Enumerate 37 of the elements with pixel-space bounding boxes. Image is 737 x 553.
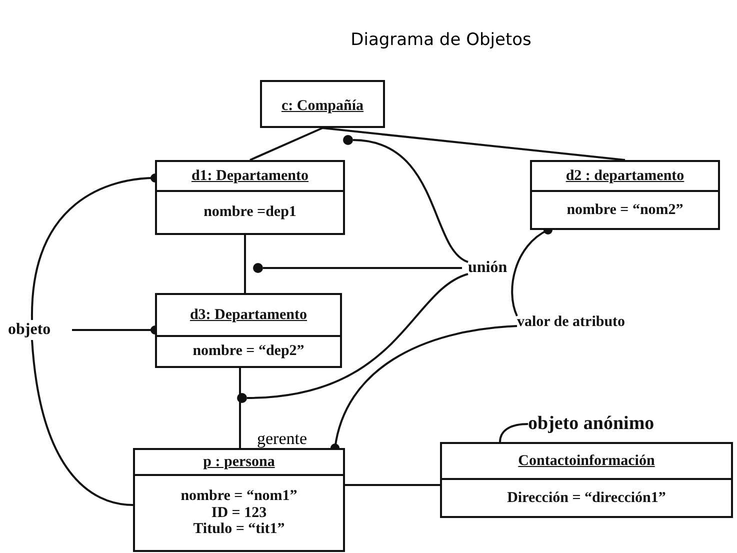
link-dot (237, 393, 247, 403)
object-name: d3: Departamento (190, 306, 308, 324)
attribute-text: ID = 123 (211, 504, 267, 522)
attribute-text: nombre =dep1 (204, 204, 296, 221)
object-box (155, 293, 342, 368)
object-name: d2 : departamento (566, 167, 684, 185)
annotation-text: valor de atributo (517, 312, 647, 332)
leader-line (246, 273, 468, 399)
object-box (440, 442, 733, 518)
object-box (155, 160, 345, 235)
object-name: d1: Departamento (191, 167, 309, 185)
annotation-text: objeto (8, 320, 64, 340)
link-dot (343, 135, 353, 145)
annotation-text: objeto anónimo (528, 412, 678, 436)
attribute-text: Dirección = “dirección1” (507, 490, 666, 506)
annotation-text: unión (468, 258, 516, 278)
link-dot (253, 263, 263, 273)
object-box (260, 80, 385, 128)
link-line (250, 127, 323, 161)
object-box (530, 160, 720, 230)
link-line (244, 235, 246, 293)
leader-line (263, 267, 462, 269)
leader-line (352, 139, 468, 263)
leader-line (499, 423, 528, 442)
attribute-text: nombre = “dep2” (192, 343, 304, 360)
link-line (322, 127, 626, 161)
attribute-text: Titulo = “tit1” (193, 521, 285, 538)
attribute-text: nombre = “nom1” (180, 488, 298, 505)
object-name: Contactoinformación (518, 452, 655, 470)
link-line (345, 484, 440, 486)
link-line (239, 368, 241, 448)
attribute-text: nombre = “nom2” (566, 202, 684, 218)
diagram-title: Diagrama de Objetos (350, 30, 532, 50)
leader-line (31, 340, 134, 506)
object-name: p : persona (203, 453, 275, 471)
object-box (133, 448, 345, 552)
object-name: c: Compañía (281, 97, 364, 115)
